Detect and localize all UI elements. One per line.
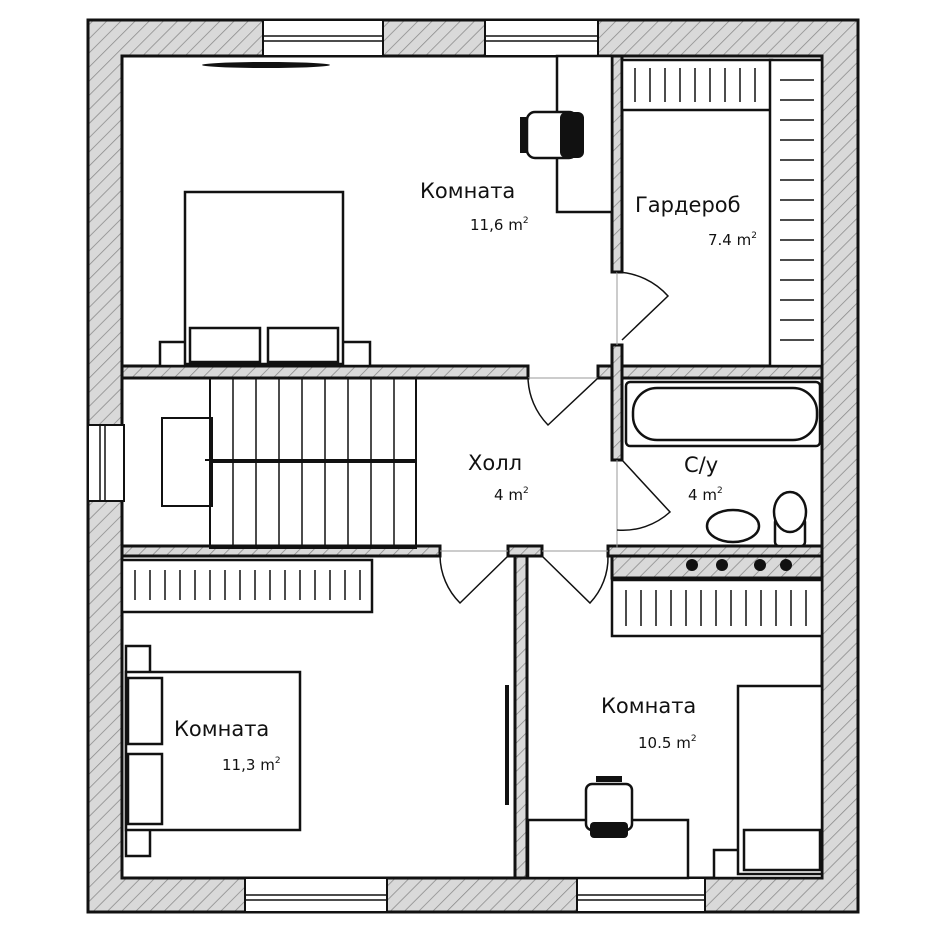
room-label-top: Комната 11,6 m2 bbox=[420, 179, 529, 234]
room-label-hall: Холл 4 m2 bbox=[468, 451, 529, 504]
closet-lower-right bbox=[610, 578, 824, 638]
room-label-lower-right: Комната 10.5 m2 bbox=[601, 694, 697, 752]
room-label-bathroom: С/у 4 m2 bbox=[684, 453, 723, 504]
room-name: Комната bbox=[420, 179, 515, 203]
bed-lower-right bbox=[712, 684, 824, 880]
room-name: С/у bbox=[684, 453, 718, 477]
room-name: Комната bbox=[174, 717, 269, 741]
svg-text:4 m2: 4 m2 bbox=[688, 486, 723, 504]
desk-top-room bbox=[202, 54, 614, 214]
room-label-lower-left: Комната 11,3 m2 bbox=[174, 717, 281, 774]
wardrobe-shelves bbox=[620, 58, 824, 368]
room-name: Гардероб bbox=[635, 193, 741, 217]
doors bbox=[439, 271, 672, 605]
bed-lower-left bbox=[124, 644, 509, 858]
windows bbox=[87, 19, 706, 913]
bed-top-room bbox=[158, 190, 372, 368]
room-name: Комната bbox=[601, 694, 696, 718]
closet-lower-left bbox=[120, 558, 374, 614]
bathroom-fixtures bbox=[610, 380, 824, 580]
svg-text:10.5 m2: 10.5 m2 bbox=[638, 734, 697, 752]
room-label-wardrobe: Гардероб 7.4 m2 bbox=[635, 193, 757, 249]
svg-text:11,6 m2: 11,6 m2 bbox=[470, 216, 529, 234]
desk-lower-right bbox=[526, 776, 690, 880]
staircase bbox=[161, 377, 417, 549]
room-name: Холл bbox=[468, 451, 522, 475]
svg-text:4 m2: 4 m2 bbox=[494, 486, 529, 504]
svg-text:7.4 m2: 7.4 m2 bbox=[708, 231, 757, 249]
svg-text:11,3 m2: 11,3 m2 bbox=[222, 756, 281, 774]
